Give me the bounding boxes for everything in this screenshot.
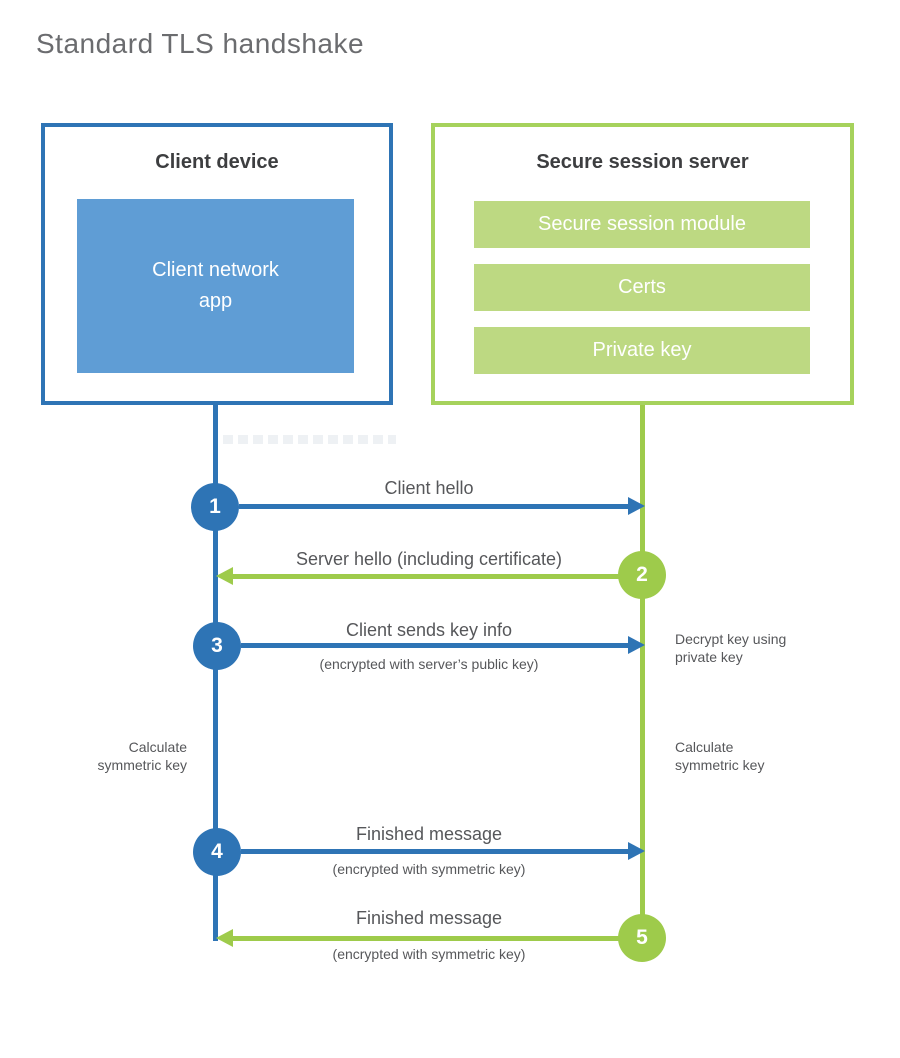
server-title: Secure session server bbox=[536, 151, 749, 173]
faint-dashed-line bbox=[223, 435, 396, 444]
step-circle-4: 4 bbox=[193, 828, 241, 876]
module-certs: Certs bbox=[474, 264, 810, 311]
server-lifeline bbox=[640, 405, 645, 938]
message-sublabel-key-info: (encrypted with server’s public key) bbox=[319, 656, 539, 672]
client-network-app-box: Client network app bbox=[77, 199, 354, 373]
arrow-line-step1 bbox=[239, 504, 630, 509]
message-sublabel-finished-1: (encrypted with symmetric key) bbox=[332, 861, 526, 877]
module-secure-session: Secure session module bbox=[474, 201, 810, 248]
module-private-key: Private key bbox=[474, 327, 810, 374]
arrow-head-right-icon bbox=[628, 842, 645, 860]
note-calc-symmetric-right: Calculate symmetric key bbox=[675, 739, 765, 773]
arrow-head-right-icon bbox=[628, 497, 645, 515]
step-circle-3: 3 bbox=[193, 622, 241, 670]
arrow-head-left-icon bbox=[216, 929, 233, 947]
arrow-line-step5 bbox=[232, 936, 642, 941]
page-title: Standard TLS handshake bbox=[36, 28, 365, 59]
step-circle-2: 2 bbox=[618, 551, 666, 599]
client-device-title: Client device bbox=[155, 151, 279, 173]
note-decrypt-key: Decrypt key using private key bbox=[675, 631, 787, 665]
client-device-box: Client device Client network app bbox=[41, 123, 393, 405]
arrow-line-step4 bbox=[241, 849, 630, 854]
server-box: Secure session server Secure session mod… bbox=[431, 123, 854, 405]
arrow-line-step3 bbox=[241, 643, 630, 648]
step-circle-1: 1 bbox=[191, 483, 239, 531]
client-lifeline bbox=[213, 405, 218, 941]
message-label-finished-2: Finished message bbox=[355, 908, 503, 928]
message-sublabel-finished-2: (encrypted with symmetric key) bbox=[332, 946, 526, 962]
step-circle-5: 5 bbox=[618, 914, 666, 962]
note-calc-symmetric-left: Calculate symmetric key bbox=[97, 739, 187, 773]
server-modules: Secure session module Certs Private key bbox=[474, 201, 810, 374]
message-label-client-hello: Client hello bbox=[384, 478, 474, 498]
message-label-finished-1: Finished message bbox=[355, 824, 503, 844]
message-label-key-info: Client sends key info bbox=[345, 620, 513, 640]
message-label-server-hello: Server hello (including certificate) bbox=[295, 549, 563, 569]
arrow-line-step2 bbox=[232, 574, 642, 579]
arrow-head-right-icon bbox=[628, 636, 645, 654]
arrow-head-left-icon bbox=[216, 567, 233, 585]
